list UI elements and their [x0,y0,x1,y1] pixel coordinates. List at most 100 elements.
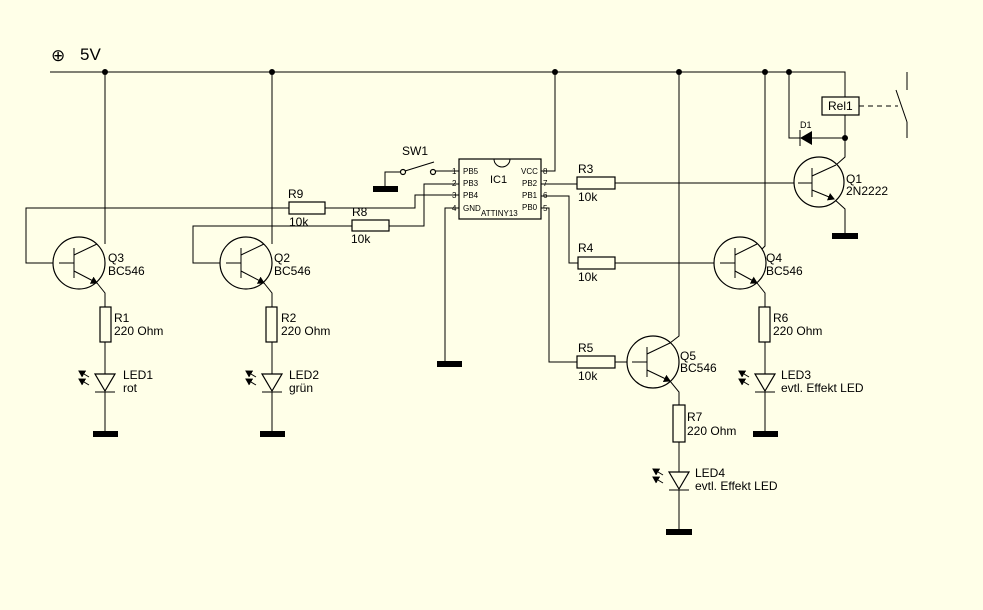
transistor-type: 2N2222 [846,184,888,198]
led-light-arrow [738,378,750,386]
led-note: grün [289,381,313,395]
ic-pin-num: 5 [543,204,548,213]
transistor-collector [811,164,837,177]
transistor-body [793,156,845,208]
resistor-name: R7 [687,410,703,424]
resistor-body [576,355,616,369]
resistor-body [577,256,616,270]
resistor-value: 10k [289,215,309,229]
ic-body [458,158,542,220]
q3-emitter-wire [96,282,106,307]
transistor-collector [734,243,758,256]
plus-icon: ⊕ [51,46,65,65]
resistor-body [758,306,771,343]
led-light-arrow [652,468,664,476]
resistor-name: R5 [578,341,594,355]
ic-pin-name: PB2 [522,179,538,188]
ic-pin-num: 7 [543,179,548,188]
transistor-type: BC546 [766,264,803,278]
junction-dot [676,69,682,75]
ic-pin-name: PB0 [522,203,538,212]
q5-emitter-wire [669,380,680,405]
ic-pin-name: PB1 [522,191,538,200]
transistor-q5: Q5 BC546 [626,335,717,389]
resistor-name: R4 [578,241,594,255]
diode-name: D1 [800,120,812,130]
led-light-arrow [78,370,90,378]
led-icon [667,471,691,491]
resistor-name: R2 [281,311,297,325]
ground-icon [832,233,858,239]
resistor-body [351,219,390,232]
transistor-name: Q2 [274,251,290,265]
ic-pin-num: 2 [452,179,457,188]
led-light-arrow [245,370,257,378]
junction-dot [269,69,275,75]
ic-pin-name: PB5 [463,167,479,176]
ic-pin-num: 3 [452,191,457,200]
ground-icon [437,361,462,367]
resistor-value: 10k [578,369,598,383]
transistor-collector [73,243,98,256]
transistor-name: Q4 [766,251,782,265]
resistor-body [265,306,278,343]
ground-icon [373,186,398,192]
resistor-body [672,404,686,443]
transistor-emitter [646,369,671,383]
ic-pin-name: PB3 [463,179,479,188]
switch-contact [399,168,407,176]
resistor-name: R6 [773,311,789,325]
resistor-name: R8 [352,205,368,219]
supply-voltage-label: 5V [80,45,101,64]
ic-pin-num: 4 [452,204,457,213]
q4-collector-wire [756,72,766,255]
switch-contact [429,168,437,176]
resistor-value: 10k [578,270,598,284]
transistor-q3: Q3 BC546 [52,236,145,290]
resistor-r5: R5 10k [576,341,616,383]
ic-pin-name: GND [463,204,481,213]
resistor-value: 10k [351,232,371,246]
led-icon [753,373,777,393]
resistor-name: R1 [114,311,130,325]
transistor-type: BC546 [108,264,145,278]
relay-coil-wire [835,115,846,166]
diode-d1: D1 [799,120,812,146]
led-light-arrow [652,476,664,484]
led-icon [260,373,284,393]
ground-icon [260,431,285,437]
switch-name: SW1 [402,144,428,158]
transistor-body [713,236,767,290]
led-led4: LED4 evtl. Effekt LED [652,466,778,493]
q1-emitter-wire [833,198,846,233]
resistor-r3: R3 10k [576,162,616,204]
transistor-collector [240,243,265,256]
transistor-body [219,236,273,290]
resistor-r9: R9 10k [288,187,326,229]
supply-rail-wire [50,71,846,97]
transistor-q2: Q2 BC546 [219,236,311,290]
led-note: evtl. Effekt LED [781,381,864,395]
transistor-name: Q5 [680,349,696,363]
resistor-name: R9 [288,187,304,201]
resistor-value: 10k [578,190,598,204]
junctions [102,69,848,141]
junction-dot [842,135,848,141]
resistor-value: 220 Ohm [687,424,736,438]
supply-label: ⊕ 5V [51,45,101,65]
diode-body [800,131,812,145]
ic1-attiny13: IC1 ATTINY13 1 PB5 2 PB3 3 PB4 4 GND VCC… [452,158,548,220]
wires [25,71,908,529]
led-led1: LED1 rot [78,368,153,395]
ground-icon [93,431,118,437]
junction-dot [552,69,558,75]
ic-pin-name: VCC [521,167,538,176]
r5-input-wire [541,207,577,363]
q2-emitter-wire [263,282,273,307]
led-name: LED2 [289,368,319,382]
junction-dot [762,69,768,75]
relay-rel1: Rel1 [821,89,908,123]
junction-dot [102,69,108,75]
led-name: LED4 [695,466,725,480]
